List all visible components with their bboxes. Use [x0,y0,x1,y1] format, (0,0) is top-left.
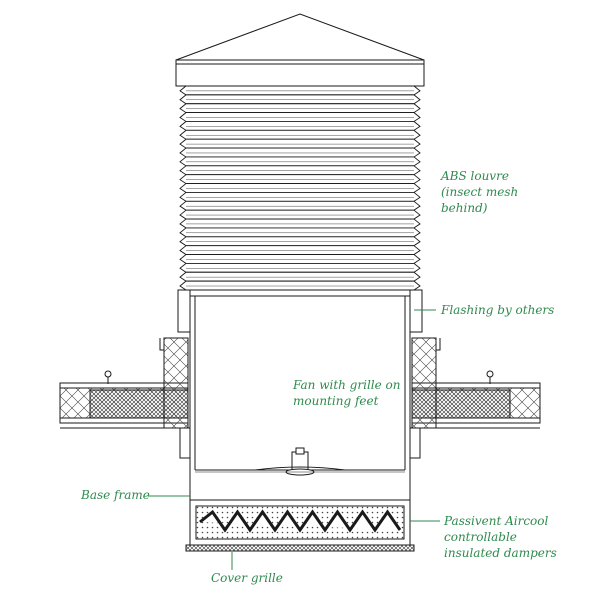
leader-lines [148,309,440,570]
louvre-blade [179,280,421,291]
label-abs-louvre-line-3: behind) [441,201,488,215]
louvre-blade [179,156,421,167]
louvre-blade [179,165,421,176]
louvre-blade [179,191,421,202]
louvre-blade [179,218,421,229]
louvre-blade [179,94,421,105]
kerb-lower [179,427,421,459]
roof-deck-left [59,337,189,429]
label-base-frame: Base frame [81,487,150,503]
louvre-blade [179,183,421,193]
louvre-blade [179,245,421,255]
fan-with-grille [195,447,405,476]
upstand-shaft [177,289,423,545]
louvre-cap [175,13,425,87]
label-flashing-text: Flashing by others [441,303,555,317]
label-abs-louvre: ABS louvre (insect mesh behind) [441,168,518,216]
label-flashing: Flashing by others [441,302,554,318]
louvre-blade [179,254,421,264]
label-fan-line-1: Fan with grille on [293,378,401,392]
insulated-dampers [189,499,411,546]
louvre-blade [179,138,421,149]
label-dampers-line-3: insulated dampers [444,546,557,560]
louvre-blade [179,271,421,282]
louvre-blade [179,147,421,158]
label-base-frame-text: Base frame [81,488,150,502]
louvre-blade [179,121,421,131]
louvre-blade [179,174,421,185]
louvre-blade [179,200,421,211]
label-cover-grille-text: Cover grille [211,571,283,585]
louvre-blade [179,262,421,273]
louvre-blade [179,103,421,114]
label-fan: Fan with grille on mounting feet [293,377,400,409]
louvre-blade [179,112,421,122]
label-dampers-line-2: controllable [444,530,517,544]
louvre-blade [179,129,421,140]
louvre-blade [179,236,421,247]
label-fan-line-2: mounting feet [293,394,379,408]
abs-louvre [179,85,421,291]
cover-grille [185,544,415,552]
louvre-blade [179,227,421,238]
louvre-blade [179,85,421,96]
label-dampers: Passivent Aircool controllable insulated… [444,513,557,561]
label-cover-grille: Cover grille [211,570,283,586]
label-abs-louvre-line-1: ABS louvre [441,169,509,183]
label-abs-louvre-line-2: (insect mesh [441,185,519,199]
roof-deck-right [411,337,541,429]
label-dampers-line-1: Passivent Aircool [444,514,549,528]
louvre-blade [179,209,421,220]
